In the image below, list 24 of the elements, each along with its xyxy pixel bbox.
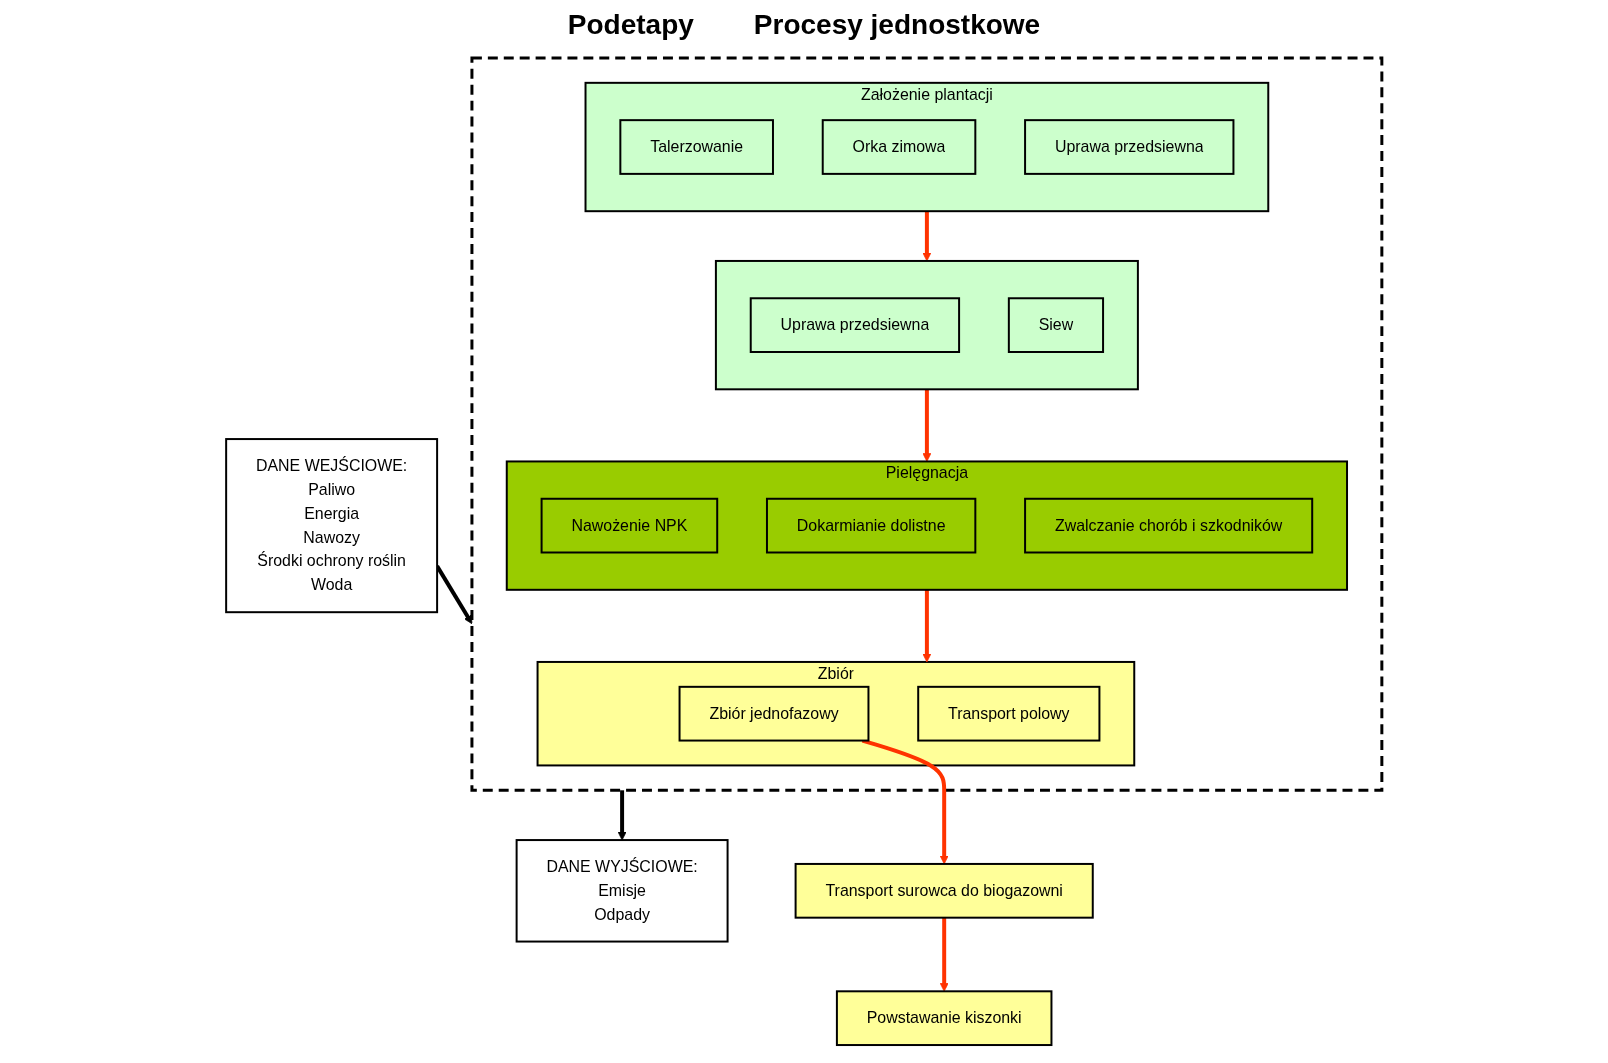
node-box: Uprawa przedsiewna [749,297,961,353]
column-heading: Podetapy [567,9,694,41]
column-heading: Procesy jednostkowe [753,9,1041,41]
cluster [470,56,1384,792]
node-box: DANE WEJŚCIOWE: Paliwo Energia Nawozy Środki ochrony roślin Woda [225,438,439,614]
node-box: Transport surowca do biogazowni [794,862,1094,919]
node-box: Powstawanie kiszonki [835,990,1053,1047]
node-box: Talerzowanie [619,119,774,175]
node-box: Nawożenie NPK [540,497,719,554]
arrow [861,738,949,865]
arrow [922,589,932,663]
arrow [617,790,627,841]
node-box: Transport polowy [917,685,1101,742]
arrow [939,917,949,992]
node-box: Siew [1007,297,1105,353]
arrow [922,211,932,262]
cluster [714,259,1139,391]
node-box: DANE WYJŚCIOWE: Emisje Odpady [515,839,729,943]
node-box: Dokarmianie dolistne [765,497,977,554]
node-box: Zbiór jednofazowy [678,685,870,742]
arrow [922,389,932,462]
node-box: Orka zimowa [821,119,977,175]
node-box: Uprawa przedsiewna [1024,119,1235,175]
node-box: Zwalczanie chorób i szkodników [1024,497,1314,554]
